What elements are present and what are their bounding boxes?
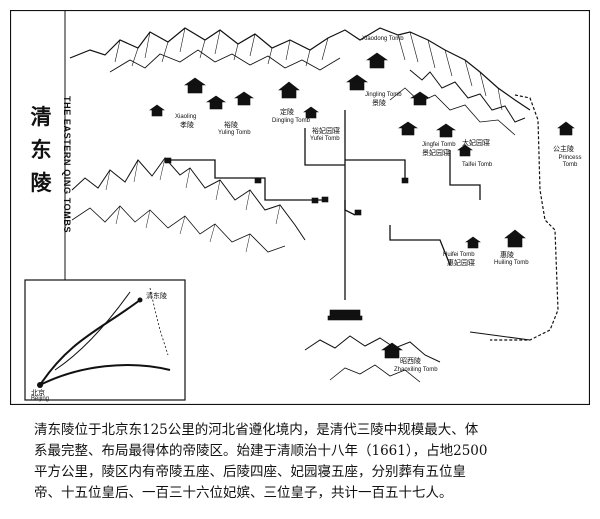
eastern-road	[490, 94, 559, 341]
label-taifei-en: Taifei Tomb	[462, 162, 493, 168]
inset-wall	[149, 287, 169, 356]
label-xiaoling-cn: 孝陵	[180, 121, 194, 129]
inset-road-1	[39, 299, 141, 386]
inset-road-2	[39, 364, 171, 386]
label-xiaodong-en: Xiaodong Tomb	[362, 36, 404, 42]
east-ridge	[389, 87, 516, 136]
caption-line-4: 帝、十五位皇后、一百三十六位妃嫔、三位皇子，共计一百五十七人。	[34, 485, 453, 501]
inset-map	[24, 279, 186, 401]
label-gongzhu-en: Princess Tomb	[558, 155, 582, 168]
title-char-1: 清	[30, 104, 52, 129]
inset-label-beijing-en: Beijing	[31, 396, 50, 402]
west-mountains	[71, 157, 306, 241]
label-yuling-cn: 裕陵	[224, 121, 238, 129]
label-jingling-cn: 景陵	[372, 99, 386, 107]
title-english: THE EASTERN QING TOMBS	[62, 96, 72, 234]
label-huifei-en: Huifei Tomb	[443, 252, 475, 258]
inset-road-3	[54, 291, 131, 371]
title-char-2: 东	[30, 137, 52, 162]
tomb-buildings	[149, 52, 575, 359]
south-hills-2	[329, 364, 421, 383]
inset-label-tomb: 清东陵	[146, 292, 167, 300]
label-yuling-en: Yuling Tomb	[218, 130, 251, 136]
label-yufei-cn: 裕妃园寝	[312, 127, 340, 135]
west-hatching	[105, 157, 281, 253]
title-chinese: 清 东 陵	[29, 100, 53, 199]
mountain-ridge-north-2	[109, 49, 341, 73]
inset-tomb-dot	[137, 297, 143, 303]
label-huifei-cn: 惠妃园寝	[447, 259, 475, 267]
label-dingling-en: Dingling Tomb	[272, 118, 310, 124]
inset-label-beijing-cn: 北京	[31, 389, 45, 397]
inset-beijing-dot	[37, 382, 43, 388]
label-dingling-cn: 定陵	[280, 108, 294, 116]
caption-line-3: 平方公里，陵区内有帝陵五座、后陵四座、妃园寝五座，分别葬有五位皇	[34, 464, 466, 480]
label-huiling-cn: 惠陵	[500, 251, 514, 259]
title-char-3: 陵	[30, 170, 52, 195]
label-xiaoling-en: Xiaoling	[175, 114, 197, 120]
east-hills	[409, 69, 526, 123]
map-drawing	[10, 10, 590, 405]
mountain-hatching	[114, 27, 503, 111]
label-jingfei-en: Jingfei Tomb	[422, 142, 456, 148]
label-zhaoxiling-cn: 昭西陵	[400, 357, 421, 365]
label-huiling-en: Huiling Tomb	[494, 260, 529, 266]
caption-line-1: 清东陵位于北京东125公里的河北省遵化境内，是清代三陵中规模最大、体	[34, 422, 479, 438]
label-gongzhu-cn: 公主陵	[553, 145, 574, 153]
label-jingfei-cn: 景妃园寝	[422, 149, 450, 157]
southern-road	[469, 331, 531, 341]
label-jingling-en: Jingling Tomb	[365, 92, 402, 98]
label-zhaoxiling-en: Zhaoxiling Tomb	[394, 367, 438, 373]
map-border	[10, 10, 590, 405]
label-taifei-cn: 太妃园寝	[462, 139, 490, 147]
label-yufei-en: Yufei Tomb	[310, 136, 340, 142]
tomb-map: 清 东 陵 THE EASTERN QING TOMBS 孝陵 Xiaoling…	[10, 10, 590, 405]
south-hills	[304, 335, 441, 363]
road-network	[170, 110, 481, 300]
caption-line-2: 系最完整、布局最得体的帝陵区。始建于清顺治十八年（1661），占地2500	[34, 443, 488, 459]
caption-paragraph: 清东陵位于北京东125公里的河北省遵化境内，是清代三陵中规模最大、体 系最完整、…	[34, 420, 580, 504]
mountain-ridge-north	[69, 27, 531, 111]
west-mountains-2	[71, 205, 286, 253]
